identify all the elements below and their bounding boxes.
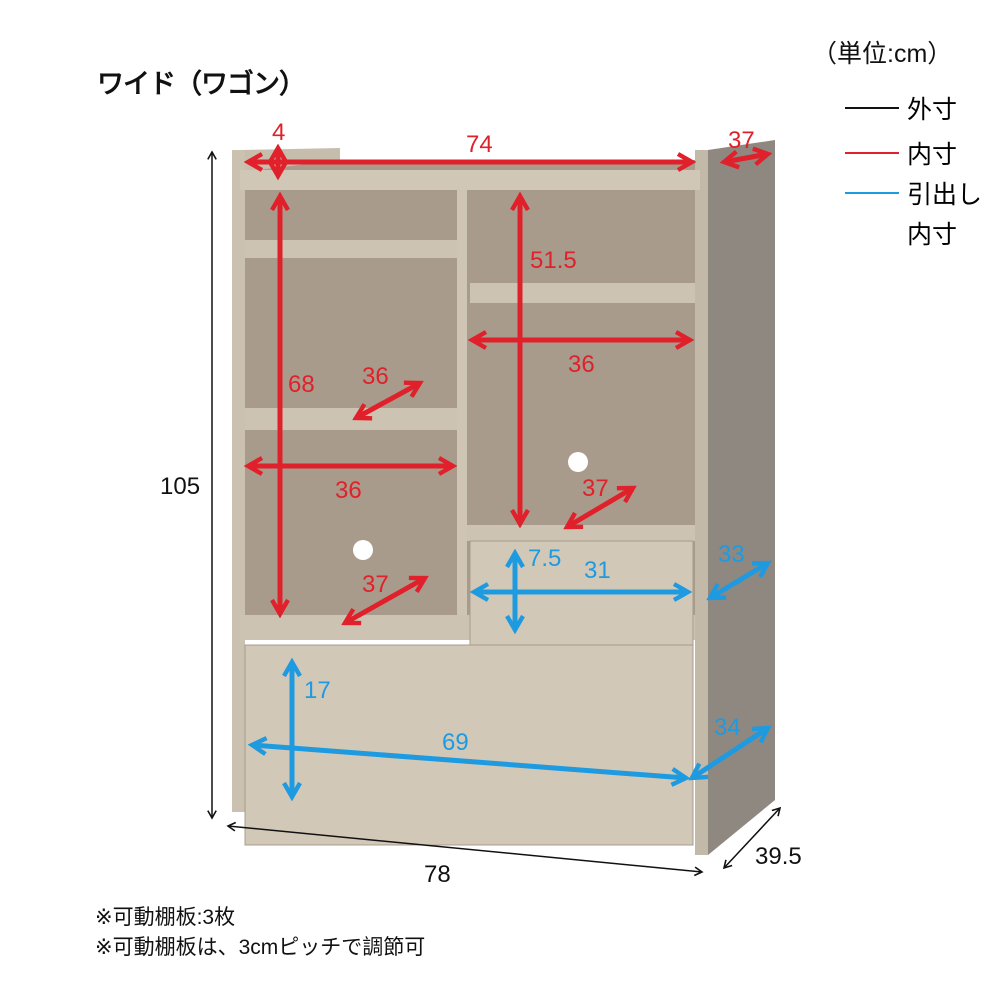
right-width-label: 36	[568, 351, 595, 378]
large-drawer-depth-label: 34	[714, 714, 741, 741]
outer-depth-label: 39.5	[755, 843, 802, 870]
outer-height-label: 105	[160, 473, 200, 500]
small-drawer-height-label: 7.5	[528, 545, 561, 572]
legend-drawer: 引出し	[845, 175, 982, 211]
legend-line-blue	[845, 192, 899, 194]
inner-dimensions	[248, 148, 768, 623]
legend-line-red	[845, 152, 899, 154]
small-drawer-depth-label: 33	[718, 541, 745, 568]
legend-label: 内寸	[907, 221, 958, 249]
outer-dimensions	[207, 150, 782, 877]
legend-label: 外寸	[907, 96, 958, 124]
small-drawer-width-label: 31	[584, 557, 611, 584]
right-height-label: 51.5	[530, 247, 577, 274]
top-depth-label: 37	[728, 127, 755, 154]
legend-outer: 外寸	[845, 90, 957, 126]
page-title: ワイド（ワゴン）	[97, 69, 306, 99]
note-pitch: ※可動棚板は、3cmピッチで調節可	[95, 936, 426, 959]
outer-width-label: 78	[424, 861, 451, 888]
large-drawer-height-label: 17	[304, 677, 331, 704]
left-lower-depth-label: 37	[362, 571, 389, 598]
top-width-label: 74	[466, 131, 493, 158]
dimension-labels: 105 78 39.5 4 74 37 68 51.5 36 36 36 37 …	[160, 119, 802, 888]
unit-label: （単位:cm）	[812, 40, 953, 68]
left-width-label: 36	[335, 477, 362, 504]
legend-inner: 内寸	[845, 135, 957, 171]
note-shelves: ※可動棚板:3枚	[95, 906, 236, 929]
notes: ※可動棚板:3枚 ※可動棚板は、3cmピッチで調節可	[95, 903, 425, 963]
legend-label: 内寸	[907, 141, 958, 169]
top-rail-label: 4	[272, 119, 285, 146]
drawer-dimensions	[252, 553, 768, 797]
left-height-label: 68	[288, 371, 315, 398]
legend-drawer-inner: 内寸	[907, 215, 957, 251]
legend-label: 引出し	[907, 181, 983, 209]
large-drawer-width-label: 69	[442, 729, 469, 756]
right-lower-depth-label: 37	[582, 475, 609, 502]
left-upper-depth-label: 36	[362, 363, 389, 390]
legend-line-black	[845, 107, 899, 109]
